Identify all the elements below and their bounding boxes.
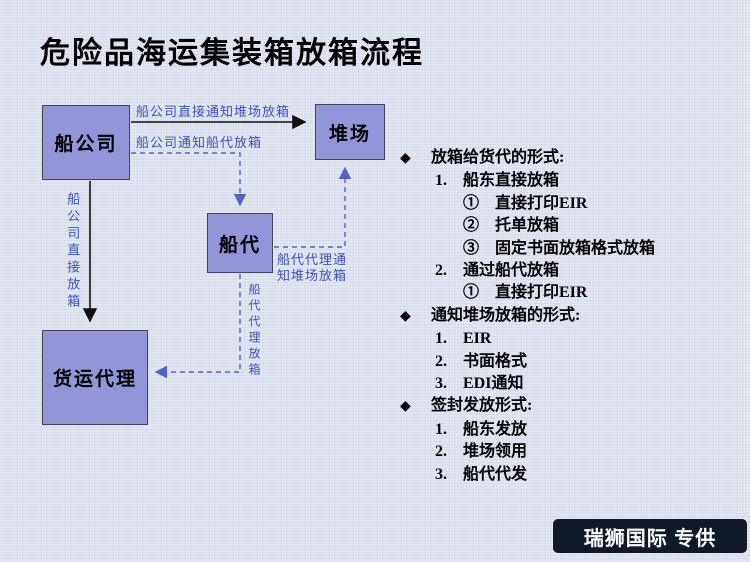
diamond-bullet-icon: ◆ <box>400 151 411 166</box>
outline-heading-text: 签封发放形式: <box>431 397 533 415</box>
node-freight-forwarder: 货运代理 <box>42 330 148 425</box>
outline-subitem: ③ 固定书面放箱格式放箱 <box>463 239 656 257</box>
edge-agent-to-forwarder-dashed <box>154 274 241 379</box>
item-number: 2. <box>435 352 447 370</box>
outline-heading: ◆ 放箱给货代的形式: <box>400 147 748 170</box>
item-text: EIR <box>463 330 492 348</box>
brand-watermark: 瑞狮国际 专供 <box>553 519 747 553</box>
item-text: 船东直接放箱 <box>463 172 560 190</box>
item-number: 1. <box>435 330 447 348</box>
outline-item: 3. 船代代发 <box>435 464 748 486</box>
outline-panel: ◆ 放箱给货代的形式: 1. 船东直接放箱 ① 直接打印EIR ② 托单放箱 ③ 固… <box>400 147 748 486</box>
outline-heading-text: 放箱给货代的形式: <box>431 149 565 166</box>
outline-heading: ◆ 签封发放形式: <box>400 395 748 418</box>
item-text: 通过船代放箱 <box>463 262 560 280</box>
outline-item: 1. 船东直接放箱 <box>435 170 748 192</box>
item-number: 2. <box>435 443 447 461</box>
outline-heading: ◆ 通知堆场放箱的形式: <box>400 305 748 328</box>
node-shipping-company: 船公司 <box>42 105 130 180</box>
node-ship-agent: 船代 <box>207 213 273 273</box>
outline-subitem: ① 直接打印EIR <box>463 284 588 302</box>
page-title: 危险品海运集装箱放箱流程 <box>40 37 424 70</box>
outline-item: 1. EIR <box>435 328 748 350</box>
outline-subitem: ① 直接打印EIR <box>463 194 588 212</box>
item-text: 船代代发 <box>463 465 528 483</box>
node-yard: 堆场 <box>315 104 385 160</box>
edge-agent-to-yard-dashed <box>274 166 352 248</box>
item-text: 堆场领用 <box>463 443 528 461</box>
edge-label-direct-notify-yard: 船公司直接通知堆场放箱 <box>136 104 291 119</box>
edge-label-notify-agent: 船公司通知船代放箱 <box>136 135 263 150</box>
item-text: 船东发放 <box>463 420 528 438</box>
item-text: 书面格式 <box>463 352 528 370</box>
outline-item: 2. 通过船代放箱 <box>435 260 748 282</box>
edge-label-direct-release: 船公司直接放箱 <box>65 192 81 311</box>
edge-label-agent-notify-yard: 船代代理通知堆场放箱 <box>277 252 348 284</box>
edge-company-to-agent-dashed <box>131 152 247 207</box>
item-number: 3. <box>435 465 447 483</box>
item-number: 1. <box>435 172 447 190</box>
outline-item: 3. EDI通知 <box>435 373 748 395</box>
outline-item: 2. 堆场领用 <box>435 441 748 463</box>
outline-item: 1. 船东发放 <box>435 419 748 441</box>
edge-label-agent-release: 船代代理放箱 <box>247 283 261 379</box>
diamond-bullet-icon: ◆ <box>400 399 411 415</box>
item-number: 1. <box>435 420 447 438</box>
diamond-bullet-icon: ◆ <box>400 308 411 324</box>
item-number: 3. <box>435 375 447 393</box>
outline-heading-text: 通知堆场放箱的形式: <box>431 306 581 324</box>
item-number: 2. <box>435 262 447 280</box>
item-text: EDI通知 <box>463 375 524 393</box>
outline-subitem: ② 托单放箱 <box>463 217 560 235</box>
outline-item: 2. 书面格式 <box>435 351 748 373</box>
